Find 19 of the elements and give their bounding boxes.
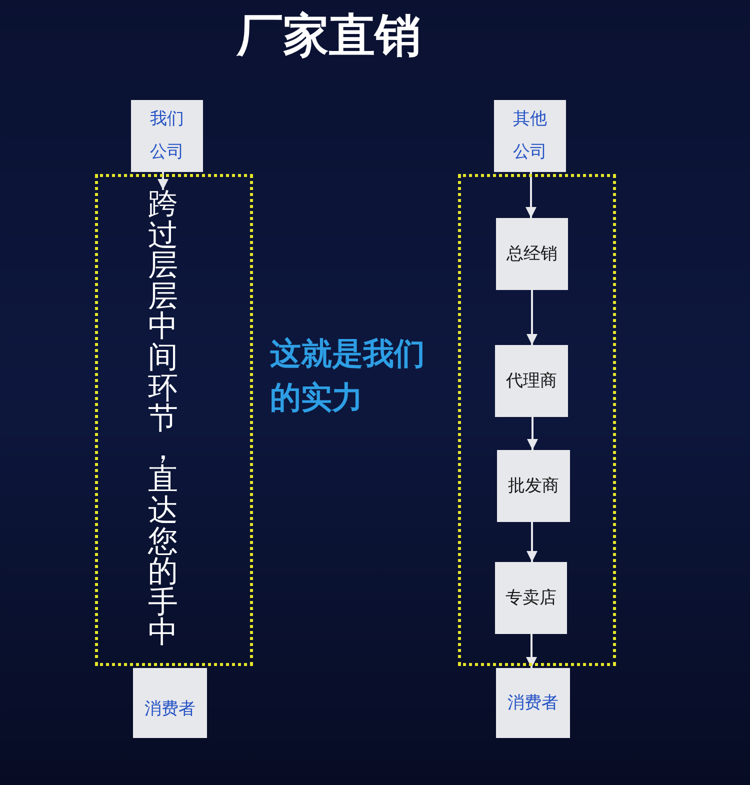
node-box: 其他公司 (494, 100, 566, 172)
node-box: 专卖店 (495, 562, 567, 634)
dotted-frame (458, 174, 616, 666)
node-box: 消费者 (133, 668, 207, 738)
node-box: 总经销 (496, 218, 568, 290)
node-box: 代理商 (495, 345, 568, 417)
diagram-title: 厂家直销 (237, 10, 421, 60)
node-box: 我们公司 (131, 100, 203, 172)
dotted-frame (95, 174, 253, 666)
arrow (526, 522, 538, 562)
arrow (158, 172, 168, 190)
node-box: 消费者 (496, 668, 570, 738)
arrow (527, 417, 538, 450)
arrow (526, 172, 536, 218)
node-box: 批发商 (497, 450, 570, 522)
slogan-text: 这就是我们的实力 (270, 335, 426, 418)
vertical-text: 跨过层层中间环节，直达您的手中 (146, 190, 180, 649)
arrow (526, 290, 538, 345)
arrow (526, 634, 537, 668)
